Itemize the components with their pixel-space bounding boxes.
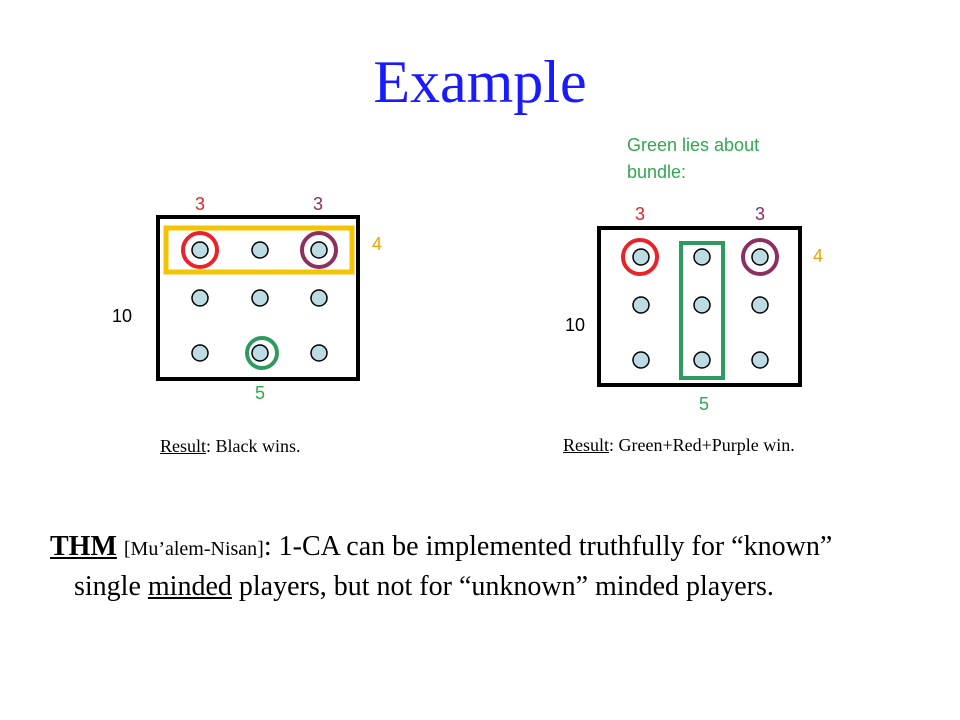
right-black-box <box>597 226 802 387</box>
right-result-text: : Green+Red+Purple win. <box>609 435 795 455</box>
right-dot <box>632 248 650 266</box>
left-dot <box>191 241 209 259</box>
left-diagram: 3 3 4 10 5 <box>112 194 382 403</box>
left-dot <box>310 289 328 307</box>
theorem-part1: : 1-CA can be implemented truthfully for… <box>74 531 833 602</box>
theorem-underlined: minded <box>147 571 232 602</box>
left-gold-bundle <box>163 225 355 275</box>
theorem-text: THM [Mu’alem-Nisan]: 1-CA can be impleme… <box>50 528 894 606</box>
left-black-box <box>156 215 360 381</box>
theorem-part2: players, but not for “unknown” minded pl… <box>231 571 774 602</box>
left-label-gold: 4 <box>372 234 382 254</box>
right-green-bundle <box>679 241 725 380</box>
left-dot <box>251 289 269 307</box>
right-dot <box>693 248 711 266</box>
right-result-word: Result <box>563 435 610 455</box>
left-dot <box>310 344 328 362</box>
left-dot <box>191 344 209 362</box>
right-dot <box>693 296 711 314</box>
right-note-line2: bundle: <box>627 162 686 182</box>
right-label-gold: 4 <box>813 246 823 266</box>
left-result: Result: Black wins. <box>160 435 301 457</box>
right-dot <box>751 296 769 314</box>
right-result: Result: Green+Red+Purple win. <box>563 434 795 456</box>
right-dot <box>693 351 711 369</box>
right-dot <box>632 296 650 314</box>
left-purple-ring <box>300 231 338 269</box>
left-dot <box>251 344 269 362</box>
page-title: Example <box>373 49 587 115</box>
theorem-prefix: THM <box>50 531 117 562</box>
right-note-line1: Green lies about <box>627 135 759 155</box>
right-dot <box>632 351 650 369</box>
right-label-purple: 3 <box>755 204 765 224</box>
left-dot <box>251 241 269 259</box>
right-label-red: 3 <box>635 204 645 224</box>
left-label-black: 10 <box>112 306 132 326</box>
left-label-green: 5 <box>255 383 265 403</box>
left-green-ring <box>245 336 279 370</box>
left-dot <box>191 289 209 307</box>
left-result-text: : Black wins. <box>206 436 301 456</box>
left-label-red: 3 <box>195 194 205 214</box>
theorem-citation: [Mu’alem-Nisan] <box>123 538 264 560</box>
right-red-ring <box>621 238 659 276</box>
right-label-green: 5 <box>699 394 709 414</box>
left-result-word: Result <box>160 436 207 456</box>
right-purple-ring <box>741 238 779 276</box>
right-diagram: Green lies about bundle: 3 3 4 10 5 <box>565 135 823 414</box>
right-dot <box>751 248 769 266</box>
left-red-ring <box>181 231 219 269</box>
left-dot <box>310 241 328 259</box>
left-label-purple: 3 <box>313 194 323 214</box>
right-label-black: 10 <box>565 315 585 335</box>
right-dot <box>751 351 769 369</box>
